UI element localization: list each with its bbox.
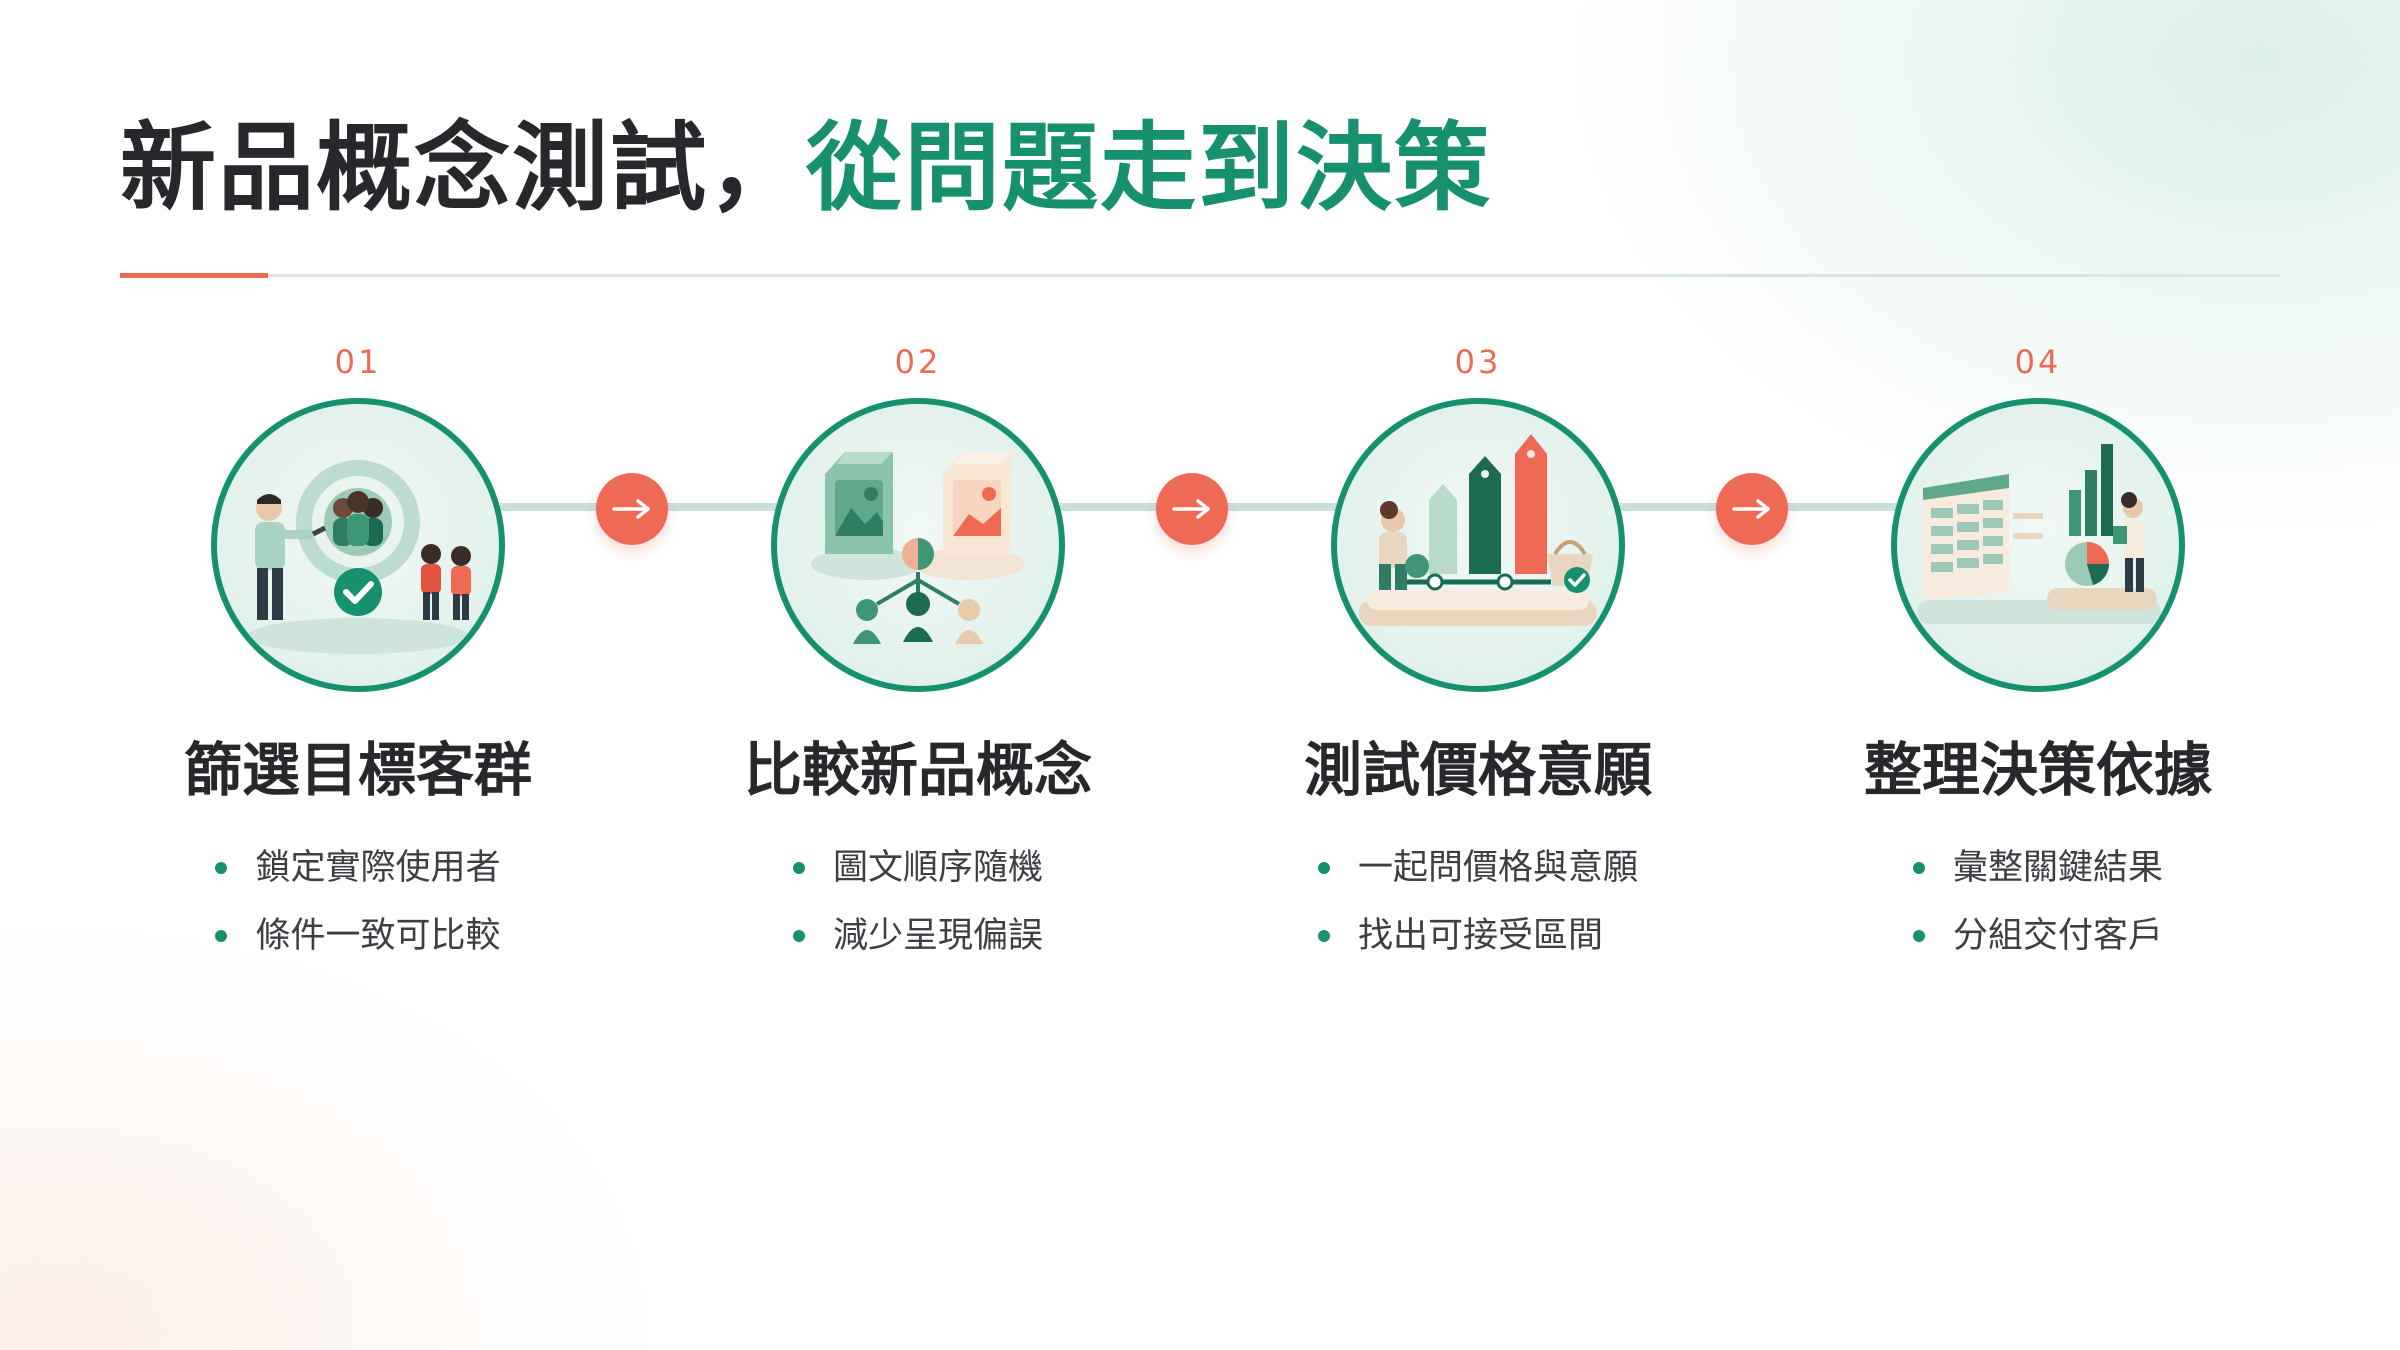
step-number: 03 — [1454, 343, 1502, 381]
bullet-dot-icon — [215, 930, 228, 942]
step-2: 02 — [638, 340, 1198, 970]
title-accent: 從問題走到決策 — [806, 112, 1492, 224]
bullet-item: 圖文順序隨機 — [792, 834, 1043, 902]
title-main: 新品概念測試， — [120, 112, 806, 224]
page-title: 新品概念測試，從問題走到決策 — [120, 108, 1492, 228]
step-title: 比較新品概念 — [743, 736, 1092, 804]
step-4: 04 — [1758, 340, 2318, 970]
bullet-item: 分組交付客戶 — [1912, 902, 2163, 970]
bullet-text: 減少呈現偏誤 — [832, 916, 1043, 956]
bullet-list: 鎖定實際使用者 條件一致可比較 — [215, 834, 501, 970]
bullet-text: 彙整關鍵結果 — [1952, 848, 2163, 888]
bullet-item: 減少呈現偏誤 — [792, 902, 1043, 970]
bullet-dot-icon — [1317, 930, 1330, 942]
bullet-item: 條件一致可比較 — [215, 902, 501, 970]
step-number: 04 — [2014, 343, 2062, 381]
bullet-item: 找出可接受區間 — [1317, 902, 1638, 970]
bullet-list: 圖文順序隨機 減少呈現偏誤 — [792, 834, 1043, 970]
target-audience-illustration-icon — [211, 398, 505, 692]
bullet-list: 彙整關鍵結果 分組交付客戶 — [1912, 834, 2163, 970]
bullet-item: 鎖定實際使用者 — [215, 834, 501, 902]
bullet-dot-icon — [792, 930, 805, 942]
step-title: 整理決策依據 — [1863, 736, 2212, 804]
arrow-right-icon — [1716, 473, 1788, 545]
bullet-text: 圖文順序隨機 — [832, 848, 1043, 888]
bullet-item: 彙整關鍵結果 — [1912, 834, 2163, 902]
concept-comparison-illustration-icon — [771, 398, 1065, 692]
step-1: 01 — [78, 340, 638, 970]
price-tags-illustration-icon — [1331, 398, 1625, 692]
step-number: 01 — [334, 343, 382, 381]
bullet-item: 一起問價格與意願 — [1317, 834, 1638, 902]
step-3: 03 — [1198, 340, 1758, 970]
arrow-right-icon — [1156, 473, 1228, 545]
step-title: 測試價格意願 — [1303, 736, 1652, 804]
title-divider — [120, 274, 2280, 277]
bullet-dot-icon — [1912, 862, 1925, 874]
bullet-dot-icon — [215, 862, 228, 874]
bullet-list: 一起問價格與意願 找出可接受區間 — [1317, 834, 1638, 970]
step-number: 02 — [894, 343, 942, 381]
bullet-text: 鎖定實際使用者 — [255, 848, 501, 888]
bullet-dot-icon — [1912, 930, 1925, 942]
bullet-dot-icon — [792, 862, 805, 874]
bullet-text: 一起問價格與意願 — [1357, 848, 1638, 888]
bullet-text: 找出可接受區間 — [1357, 916, 1603, 956]
step-title: 篩選目標客群 — [183, 736, 532, 804]
arrow-right-icon — [596, 473, 668, 545]
title-divider-accent — [120, 273, 268, 278]
bullet-text: 分組交付客戶 — [1952, 916, 2163, 956]
bullet-dot-icon — [1317, 862, 1330, 874]
report-dashboard-illustration-icon — [1891, 398, 2185, 692]
bullet-text: 條件一致可比較 — [255, 916, 501, 956]
